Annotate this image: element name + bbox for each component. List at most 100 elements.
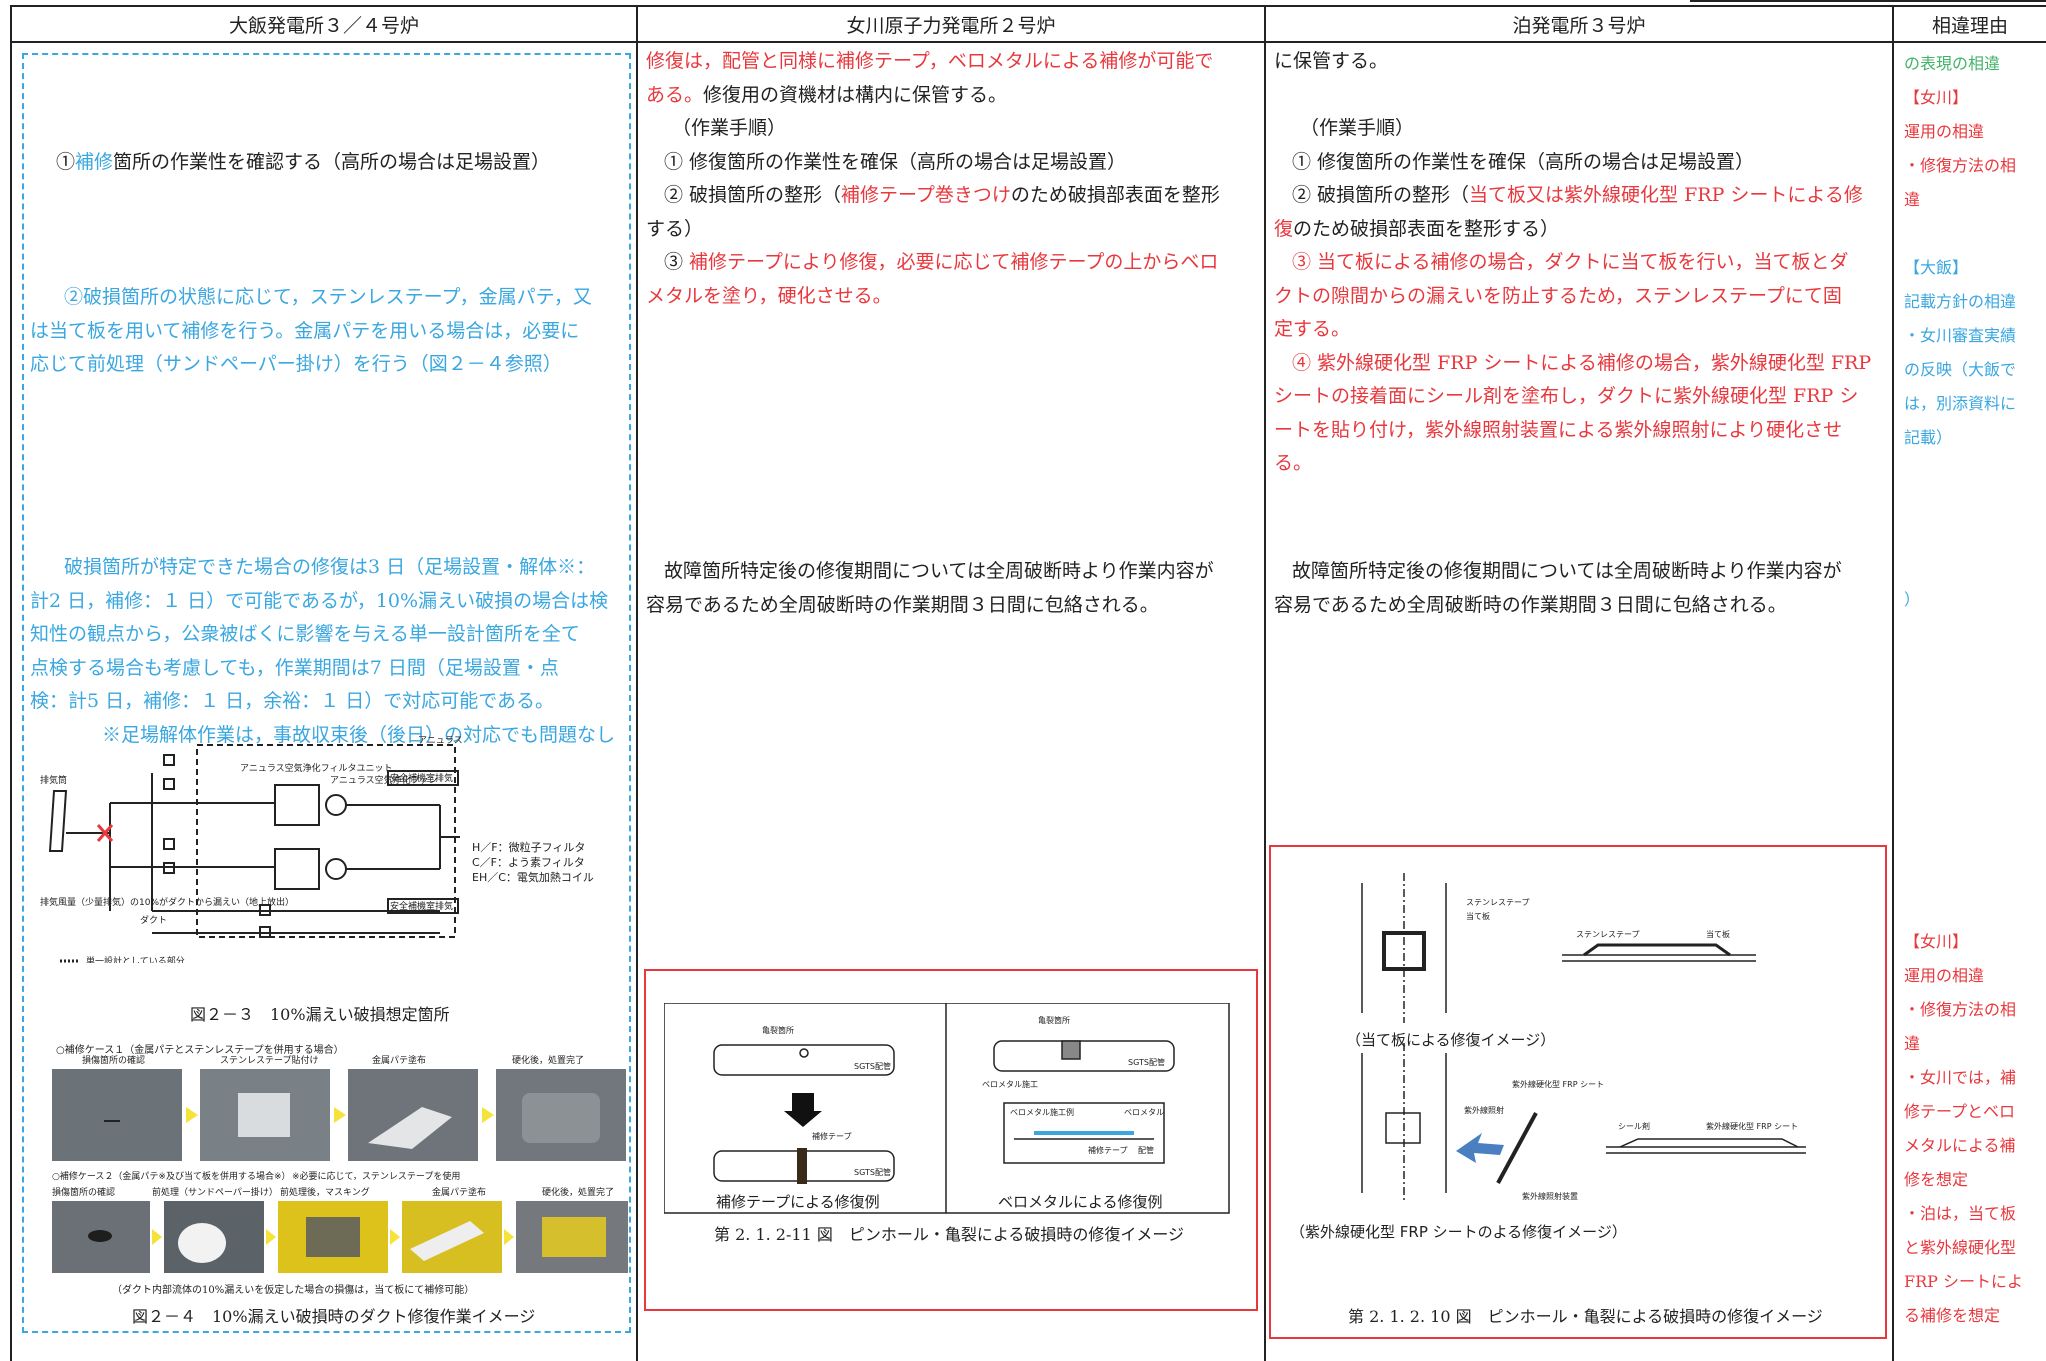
reason-r4: 【大飯】 (1904, 258, 1969, 277)
ohi-fig4-c1s2: ステンレステープ貼付け (220, 1054, 318, 1066)
onagawa-fig-velo-ex: ベロメタル施工例 (1010, 1107, 1074, 1117)
ohi-fig3-caption: 図２－３ 10%漏えい破損想定箇所 (190, 1005, 450, 1024)
onagawa-period: 故障箇所特定後の修復期間については全周破断時より作業内容が 容易であるため全周破… (646, 555, 1214, 622)
reason-r6c: は，別添資料に (1904, 394, 2017, 413)
header-tomari: 泊発電所３号炉 (1264, 5, 1894, 43)
reason-b5a: ・泊は，当て板 (1904, 1204, 2017, 1223)
onagawa-fig-tag1: SGTS配管 (854, 1061, 891, 1071)
tomari-fig-plate2: 当て板 (1706, 929, 1730, 939)
ohi-fig3-leak: 排気風量（少量排気）の10%がダクトから漏えい（地上放出） (40, 896, 294, 908)
tomari-fig-frp2: 紫外線硬化型 FRP シート (1706, 1121, 1798, 1131)
tomari-step2-red1: 当て板又は紫外線硬化型 FRP シートによる修 (1469, 184, 1863, 206)
ohi-fig3-eh: EH／C：電気加熱コイル (472, 870, 594, 884)
tomari-step4-line1: ④ 紫外線硬化型 FRP シートによる補修の場合，紫外線硬化型 FRP (1292, 351, 1872, 374)
onagawa-fig-left-caption: 補修テープによる修復例 (716, 1193, 880, 1211)
reason-r1: 【女川】 (1904, 88, 1969, 107)
tomari-period: 故障箇所特定後の修復期間については全周破断時より作業内容が 容易であるため全周破… (1274, 555, 1842, 622)
onagawa-figure: 亀裂箇所 亀裂箇所 補修テープ ベロメタル施工 ベロメタル施工例 ベロメタル 補… (664, 1003, 1230, 1214)
comparison-table: 大飯発電所３／４号炉 女川原子力発電所２号炉 泊発電所３号炉 相違理由 ①補修箇… (10, 5, 2046, 1361)
tomari-fig-caption: 第 2. 1. 2. 10 図 ピンホール・亀裂による破損時の修復イメージ (1348, 1307, 1823, 1326)
ohi-fig4-case2-note: ※必要に応じて，ステンレステープを使用 (292, 1170, 460, 1182)
tomari-fig-seal: シール剤 (1618, 1121, 1650, 1131)
ohi-note: ※足場解体作業は，事故収束後（後日）の対応でも問題なし (102, 723, 616, 746)
tomari-step3-line1: ③ 当て板による補修の場合，ダクトに当て板を行い，当て板とダ (1292, 251, 1849, 273)
ohi-fig3-fan: アニュラス空気浄化ファン (330, 774, 438, 786)
tomari-step4-line2: シートの接着面にシール剤を塗布し，ダクトに紫外線硬化型 FRP シ (1274, 385, 1859, 407)
tomari-text: に保管する。 （作業手順） ① 修復箇所の作業性を確保（高所の場合は足場設置） … (1274, 45, 1871, 481)
tomari-fig-frp: 紫外線硬化型 FRP シート (1512, 1079, 1604, 1089)
ohi-fig3-cf: C／F：よう素フィルタ (472, 856, 585, 869)
onagawa-fig-tag2: SGTS配管 (854, 1167, 891, 1177)
onagawa-step3-pre: ③ (664, 251, 690, 273)
reason-b3b: 違 (1904, 1034, 1921, 1053)
tomari-fig-cap1: （当て板による修復イメージ） (1346, 1031, 1555, 1049)
reason-b4a: ・女川では，補 (1904, 1068, 2017, 1087)
column-onagawa: 修復は，配管と同様に補修テープ，ベロメタルによる補修が可能で ある。修復用の資機… (636, 42, 1266, 1361)
ohi-fig4-c2s5: 硬化後，処置完了 (542, 1186, 614, 1198)
onagawa-step3-red2: メタルを塗り，硬化させる。 (646, 284, 892, 307)
tomari-fig-stainless: ステンレステープ (1466, 898, 1530, 907)
onagawa-period-line2: 容易であるため全周破断時の作業期間３日間に包絡される。 (646, 593, 1159, 616)
onagawa-step2-pre: ② 破損箇所の整形（ (664, 184, 842, 206)
ohi-step2: ②破損箇所の状態に応じて，ステンレステープ，金属パテ，又 は当て板を用いて補修を… (30, 281, 592, 382)
ohi-fig4-case2: ○補修ケース２（金属パテ※及び当て板を併用する場合※） (52, 1170, 291, 1182)
ohi-step2-line3: 応じて前処理（サンドペーパー掛け）を行う（図２－４参照） (30, 353, 562, 375)
reason-r6a: ・女川審査実績 (1904, 326, 2017, 345)
tomari-fig-stainless2: ステンレステープ (1576, 930, 1640, 939)
ohi-fig3-safety1: 安全補機室排気 (390, 772, 453, 784)
header-reason: 相違理由 (1892, 5, 2046, 43)
ohi-fig4-c1s1: 損傷箇所の確認 (82, 1054, 145, 1066)
onagawa-step2-post: のため破損部表面を整形 (1010, 184, 1220, 206)
ohi-fig3-hf: H／F：微粒子フィルタ (472, 840, 585, 854)
tomari-period-line2: 容易であるため全周破断時の作業期間３日間に包絡される。 (1274, 593, 1787, 616)
reason-b5c: FRP シートによ (1904, 1272, 2024, 1291)
onagawa-fig-right-caption: ベロメタルによる修復例 (998, 1193, 1163, 1211)
ohi-step1-num: ① (56, 151, 76, 173)
ohi-fig3-legend: 単一設計としている部分 (86, 955, 185, 963)
ohi-step1-blue: 補修 (75, 151, 114, 173)
reason-b5b: と紫外線硬化型 (1904, 1238, 2017, 1257)
ohi-fig4-caption: 図２－４ 10%漏えい破損時のダクト修復作業イメージ (132, 1307, 536, 1326)
onagawa-fig-tag3: SGTS配管 (1128, 1057, 1165, 1067)
header-ohi: 大飯発電所３／４号炉 (10, 5, 638, 43)
column-reason: の表現の相違 【女川】 運用の相違 ・修復方法の相 違 【大飯】 記載方針の相違… (1892, 42, 2046, 1361)
top-rule (1690, 0, 2046, 2)
onagawa-text: 修復は，配管と同様に補修テープ，ベロメタルによる補修が可能で ある。修復用の資機… (646, 45, 1220, 313)
tomari-figure: ステンレステープ 当て板 ステンレステープ 当て板 紫外線硬化型 FRP シート… (1290, 873, 1806, 1241)
reason-b4b: 修テープとベロ (1904, 1102, 2016, 1121)
ohi-period-line2: 計2 日，補修：１ 日）で可能であるが，10%漏えい破損の場合は検 (30, 589, 609, 612)
onagawa-step2-red: 補修テープ巻きつけ (841, 184, 1011, 206)
tomari-fig-plate: 当て板 (1466, 911, 1490, 921)
reason-b5d: る補修を想定 (1904, 1306, 2001, 1325)
onagawa-step1: ① 修復箇所の作業性を確保（高所の場合は足場設置） (664, 150, 1127, 173)
ohi-fig3-exhaust: 排気筒 (40, 774, 67, 786)
ohi-step2-line2: は当て板を用いて補修を行う。金属パテを用いる場合は，必要に (30, 319, 580, 342)
reason-r7: ） (1904, 590, 1921, 609)
reason-r3a: ・修復方法の相 (1904, 156, 2017, 175)
tomari-fig-uvdev: 紫外線照射装置 (1522, 1191, 1578, 1201)
onagawa-line2-black: 修復用の資機材は構内に保管する。 (703, 83, 1008, 106)
reason-block-1: の表現の相違 【女川】 運用の相違 ・修復方法の相 違 【大飯】 記載方針の相違… (1904, 47, 2016, 455)
column-ohi: ①補修箇所の作業性を確認する（高所の場合は足場設置） ②破損箇所の状態に応じて，… (10, 42, 638, 1361)
dashed-box-ohi (22, 53, 631, 1333)
ohi-fig3-duct: ダクト (140, 914, 167, 926)
onagawa-fig-tape-label: 補修テープ (1088, 1145, 1128, 1155)
ohi-period-line5: 検：計5 日，補修：１ 日，余裕：１ 日）で対応可能である。 (30, 690, 555, 712)
ohi-step1: ①補修箇所の作業性を確認する（高所の場合は足場設置） (56, 146, 550, 180)
ohi-fig3-diagram: アニュラス アニュラス空気浄化フィルタユニット アニュラス空気浄化ファン 排気筒… (40, 735, 594, 963)
onagawa-proc: （作業手順） (672, 117, 787, 139)
onagawa-fig-crack1: 亀裂箇所 (762, 1025, 794, 1035)
ohi-fig4-c2s1: 損傷箇所の確認 (52, 1186, 115, 1198)
onagawa-step3-red1: 補修テープにより修復，必要に応じて補修テープの上からベロ (689, 251, 1219, 273)
ohi-fig4-c2s3: 前処理後，マスキング (280, 1186, 370, 1198)
ohi-period-line1: 破損箇所が特定できた場合の修復は3 日（足場設置・解体※： (64, 556, 596, 578)
onagawa-fig-velo: ベロメタル施工 (982, 1079, 1038, 1089)
reason-b2: 運用の相違 (1904, 966, 1985, 985)
tomari-figure-box (1269, 845, 1887, 1339)
ohi-step2-line1: ②破損箇所の状態に応じて，ステンレステープ，金属パテ，又 (64, 286, 592, 308)
reason-b4d: 修を想定 (1904, 1170, 1969, 1189)
tomari-step2-red2: 復 (1274, 217, 1294, 240)
ohi-step1-text: 箇所の作業性を確認する（高所の場合は足場設置） (113, 151, 551, 173)
tomari-step1: ① 修復箇所の作業性を確保（高所の場合は足場設置） (1292, 150, 1755, 173)
tomari-step3-line2: クトの隙間からの漏えいを防止するため，ステンレステープにて固 (1274, 284, 1842, 307)
